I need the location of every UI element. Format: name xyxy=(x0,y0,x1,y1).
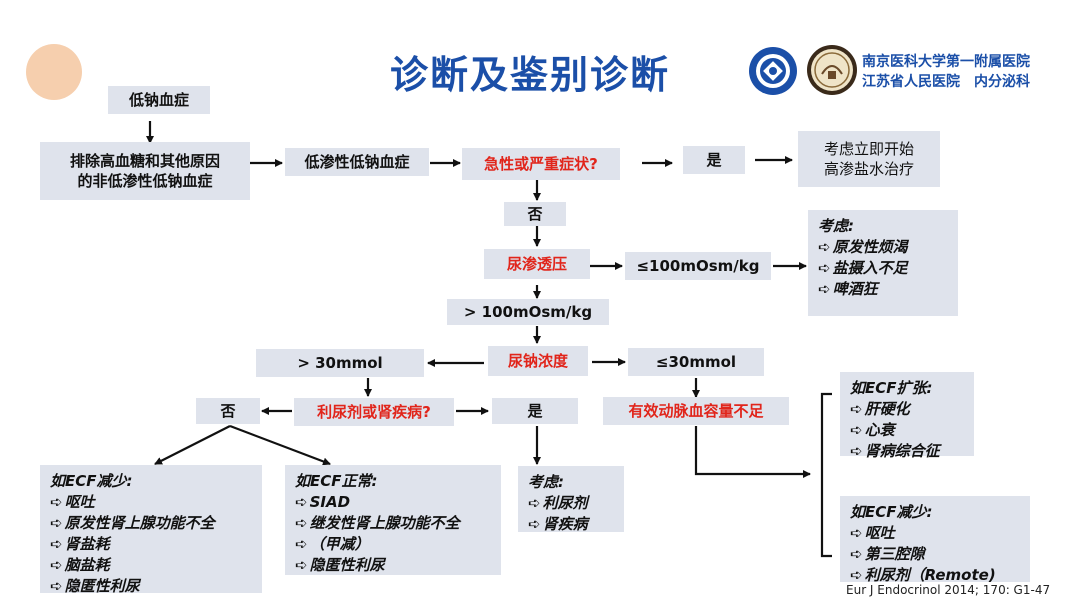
hand-pointer-icon: ➪ xyxy=(50,493,63,511)
bracket xyxy=(820,392,832,558)
ecf-decrease-left-head: 如ECF减少: xyxy=(50,472,133,490)
consider-low-box: 考虑: ➪原发性烦渴 ➪盐摄入不足 ➪啤酒狂 xyxy=(808,210,958,316)
list-item: ➪利尿剂 xyxy=(528,494,588,512)
exclude-line2: 的非低渗性低钠血症 xyxy=(77,172,213,190)
hypertonic-line2: 高渗盐水治疗 xyxy=(823,160,914,178)
consider-low-head: 考虑: xyxy=(818,217,854,235)
exclude-box: 排除高血糖和其他原因 的非低渗性低钠血症 xyxy=(40,142,250,200)
ecf-decrease-right-head: 如ECF减少: xyxy=(850,503,933,521)
gt100-box: > 100mOsm/kg xyxy=(447,299,609,325)
hand-pointer-icon: ➪ xyxy=(528,515,541,533)
acute-question-box: 急性或严重症状? xyxy=(462,148,620,180)
list-item: ➪呕吐 xyxy=(850,524,895,542)
hospital-name-line2: 江苏省人民医院 内分泌科 xyxy=(862,74,1030,90)
list-item: ➪利尿剂（Remote) xyxy=(850,566,996,584)
hand-pointer-icon: ➪ xyxy=(850,400,863,418)
list-item: ➪呕吐 xyxy=(50,493,95,511)
list-item: ➪原发性肾上腺功能不全 xyxy=(50,514,215,532)
hypertonic-box: 考虑立即开始 高渗盐水治疗 xyxy=(798,131,940,187)
hand-pointer-icon: ➪ xyxy=(295,535,308,553)
yes-mid-box: 是 xyxy=(492,398,578,424)
ecf-expand-box: 如ECF扩张: ➪肝硬化 ➪心衰 ➪肾病综合征 xyxy=(840,372,974,460)
hand-pointer-icon: ➪ xyxy=(818,259,831,277)
hand-pointer-icon: ➪ xyxy=(50,577,63,595)
list-item: ➪肾病综合征 xyxy=(850,442,940,460)
hand-pointer-icon: ➪ xyxy=(850,524,863,542)
hand-pointer-icon: ➪ xyxy=(50,556,63,574)
hand-pointer-icon: ➪ xyxy=(850,442,863,460)
list-item: ➪肝硬化 xyxy=(850,400,910,418)
list-item: ➪脑盐耗 xyxy=(50,556,110,574)
list-item: ➪心衰 xyxy=(850,421,895,439)
hand-pointer-icon: ➪ xyxy=(295,556,308,574)
hand-pointer-icon: ➪ xyxy=(295,493,308,511)
arrow-icon xyxy=(229,424,331,466)
no-top-box: 否 xyxy=(504,202,566,226)
list-item: ➪SIAD xyxy=(295,493,351,511)
list-item: ➪盐摄入不足 xyxy=(818,259,908,277)
le30-box: ≤30mmol xyxy=(628,348,764,376)
citation: Eur J Endocrinol 2014; 170: G1-47 xyxy=(846,583,1051,597)
arrow-icon xyxy=(154,425,231,465)
le100-box: ≤100mOsm/kg xyxy=(625,252,771,280)
hypotonic-box: 低渗性低钠血症 xyxy=(285,148,429,176)
ecf-normal-head: 如ECF正常: xyxy=(295,472,378,490)
decorative-circle xyxy=(26,44,82,100)
list-item: ➪第三腔隙 xyxy=(850,545,925,563)
exclude-line1: 排除高血糖和其他原因 xyxy=(69,152,220,170)
hand-pointer-icon: ➪ xyxy=(818,280,831,298)
list-item: ➪啤酒狂 xyxy=(818,280,878,298)
list-item: ➪（甲减） xyxy=(295,535,370,553)
university-logo xyxy=(749,47,797,95)
gt30-box: > 30mmol xyxy=(256,349,424,377)
ecf-expand-head: 如ECF扩张: xyxy=(850,379,933,397)
hand-pointer-icon: ➪ xyxy=(850,545,863,563)
page-title: 诊断及鉴别诊断 xyxy=(389,53,670,97)
yes-top-box: 是 xyxy=(683,146,745,174)
arrow-icon xyxy=(694,426,811,478)
no-left-box: 否 xyxy=(196,398,260,424)
hand-pointer-icon: ➪ xyxy=(295,514,308,532)
list-item: ➪原发性烦渴 xyxy=(818,238,908,256)
hand-pointer-icon: ➪ xyxy=(50,535,63,553)
list-item: ➪隐匿性利尿 xyxy=(295,556,385,574)
consider-diuretic-box: 考虑: ➪利尿剂 ➪肾疾病 xyxy=(518,466,624,533)
hand-pointer-icon: ➪ xyxy=(850,566,863,584)
consider-diuretic-head: 考虑: xyxy=(528,473,564,491)
list-item: ➪隐匿性利尿 xyxy=(50,577,140,595)
hand-pointer-icon: ➪ xyxy=(50,514,63,532)
ecf-normal-box: 如ECF正常: ➪SIAD ➪继发性肾上腺功能不全 ➪（甲减） ➪隐匿性利尿 xyxy=(285,465,501,575)
hospital-name-line1: 南京医科大学第一附属医院 xyxy=(862,54,1030,70)
ecf-decrease-right-box: 如ECF减少: ➪呕吐 ➪第三腔隙 ➪利尿剂（Remote) xyxy=(840,496,1030,584)
hand-pointer-icon: ➪ xyxy=(818,238,831,256)
urine-na-box: 尿钠浓度 xyxy=(488,346,588,376)
list-item: ➪肾盐耗 xyxy=(50,535,110,553)
hyponatremia-box: 低钠血症 xyxy=(108,86,210,114)
list-item: ➪肾疾病 xyxy=(528,515,588,533)
hand-pointer-icon: ➪ xyxy=(528,494,541,512)
ecf-decrease-left-box: 如ECF减少: ➪呕吐 ➪原发性肾上腺功能不全 ➪肾盐耗 ➪脑盐耗 ➪隐匿性利尿 xyxy=(40,465,262,595)
diuretic-question-box: 利尿剂或肾疾病? xyxy=(294,398,454,426)
ineffective-volume-box: 有效动脉血容量不足 xyxy=(603,397,789,425)
hand-pointer-icon: ➪ xyxy=(850,421,863,439)
urine-osm-box: 尿渗透压 xyxy=(484,249,590,279)
list-item: ➪继发性肾上腺功能不全 xyxy=(295,514,460,532)
hospital-logo xyxy=(807,45,857,95)
hypertonic-line1: 考虑立即开始 xyxy=(823,140,914,158)
